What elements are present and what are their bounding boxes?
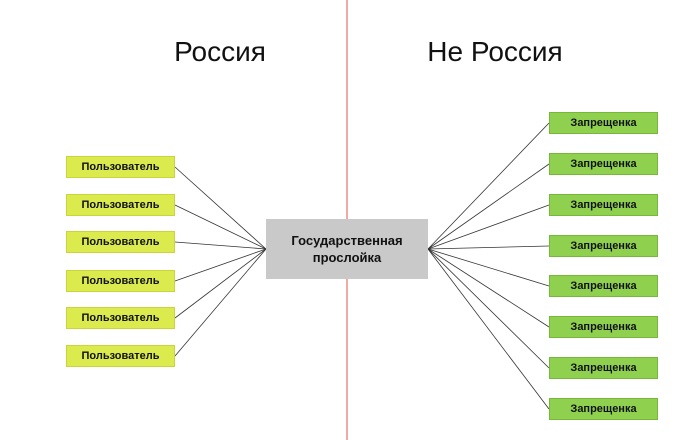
user-node: Пользователь bbox=[66, 231, 175, 253]
banned-node: Запрещенка bbox=[549, 194, 658, 216]
connector-line bbox=[174, 204, 267, 250]
banned-node: Запрещенка bbox=[549, 275, 658, 297]
connector-line bbox=[427, 163, 550, 250]
connector-line bbox=[427, 248, 550, 369]
banned-node: Запрещенка bbox=[549, 357, 658, 379]
banned-node: Запрещенка bbox=[549, 398, 658, 420]
connector-line bbox=[174, 248, 267, 282]
state-layer-node: Государственная прослойка bbox=[266, 219, 428, 279]
connector-line bbox=[427, 204, 550, 250]
banned-node: Запрещенка bbox=[549, 153, 658, 175]
connector-line bbox=[174, 166, 267, 250]
connector-line bbox=[427, 248, 550, 328]
left-connectors bbox=[174, 166, 267, 357]
banned-node: Запрещенка bbox=[549, 316, 658, 338]
right-connectors bbox=[427, 122, 550, 410]
connector-line bbox=[427, 248, 550, 410]
right-heading: Не Россия bbox=[427, 36, 563, 67]
connector-line bbox=[427, 245, 550, 250]
user-node: Пользователь bbox=[66, 345, 175, 367]
connector-line bbox=[427, 248, 550, 287]
user-node: Пользователь bbox=[66, 194, 175, 216]
connector-line bbox=[174, 248, 267, 357]
connector-line bbox=[427, 122, 550, 250]
banned-node: Запрещенка bbox=[549, 112, 658, 134]
user-node: Пользователь bbox=[66, 156, 175, 178]
user-node: Пользователь bbox=[66, 307, 175, 329]
connector-line bbox=[174, 241, 267, 250]
user-node: Пользователь bbox=[66, 270, 175, 292]
connector-line bbox=[174, 248, 267, 319]
banned-node: Запрещенка bbox=[549, 235, 658, 257]
left-heading: Россия bbox=[174, 36, 266, 67]
